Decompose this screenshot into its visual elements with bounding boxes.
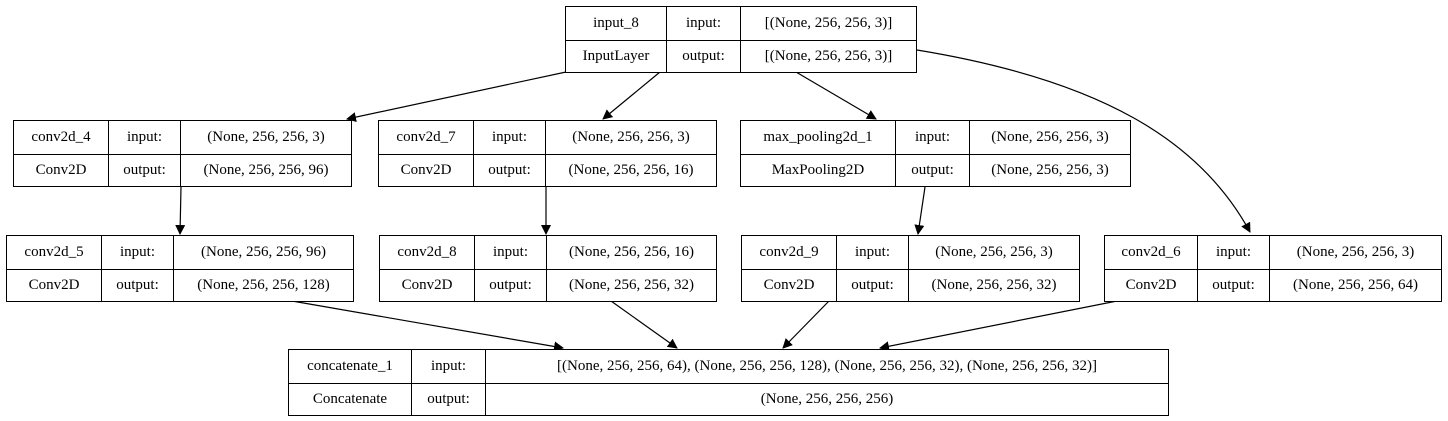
layer-name: input_8 <box>593 14 639 31</box>
output-label: output: <box>473 153 545 186</box>
edge-input-8-to-conv2d-6 <box>916 49 1251 233</box>
output-shape: (None, 256, 256, 32) <box>546 268 716 301</box>
input-label: input: <box>666 7 740 40</box>
layer-type: Conv2D <box>742 268 836 302</box>
output-label: output: <box>666 39 740 72</box>
edge-input-8-to-max-pooling2d-1 <box>795 71 877 120</box>
input-shape: (None, 256, 256, 3) <box>908 236 1079 269</box>
layer-node-conv2d-5: conv2d_5 input:(None, 256, 256, 96) Conv2D… <box>6 235 354 302</box>
input-shape: (None, 256, 256, 96) <box>173 236 353 269</box>
layer-type: MaxPooling2D <box>741 153 895 187</box>
layer-node-conv2d-8: conv2d_8 input:(None, 256, 256, 16) Conv2D… <box>379 235 717 302</box>
edge-conv2d-4-to-conv2d-5 <box>175 186 186 235</box>
output-shape: (None, 256, 256, 256) <box>485 382 1168 415</box>
edge-max-pooling2d-1-to-conv2d-9 <box>914 186 926 235</box>
output-label: output: <box>108 153 180 186</box>
edge-conv2d-6-to-concatenate-1 <box>879 300 1118 352</box>
layer-name: conv2d_5 <box>24 243 84 260</box>
layer-type: Conv2D <box>14 153 108 187</box>
output-shape: (None, 256, 256, 96) <box>180 153 351 186</box>
input-shape: (None, 256, 256, 3) <box>180 121 351 154</box>
output-label: output: <box>836 268 908 301</box>
output-label: output: <box>1197 268 1269 301</box>
input-label: input: <box>101 236 173 269</box>
input-label: input: <box>1197 236 1269 269</box>
output-shape: [(None, 256, 256, 3)] <box>740 39 916 72</box>
layer-type: Concatenate <box>289 382 411 416</box>
input-label: input: <box>411 350 485 383</box>
output-label: output: <box>895 153 969 186</box>
output-shape: (None, 256, 256, 128) <box>173 268 353 301</box>
output-label: output: <box>101 268 173 301</box>
edge-input-8-to-conv2d-4 <box>346 71 567 123</box>
layer-type: Conv2D <box>1105 268 1197 302</box>
input-label: input: <box>108 121 180 154</box>
layer-name: conv2d_8 <box>397 243 457 260</box>
output-shape: (None, 256, 256, 32) <box>908 268 1079 301</box>
input-shape: [(None, 256, 256, 3)] <box>740 7 916 40</box>
layer-node-input-8: input_8 input:[(None, 256, 256, 3)] InputL… <box>565 6 917 73</box>
input-label: input: <box>474 236 546 269</box>
layer-name: conv2d_7 <box>396 128 456 145</box>
layer-name: max_pooling2d_1 <box>763 128 873 145</box>
input-shape: (None, 256, 256, 3) <box>969 121 1130 154</box>
layer-name: concatenate_1 <box>307 357 393 374</box>
edge-conv2d-8-to-concatenate-1 <box>610 300 678 349</box>
output-label: output: <box>474 268 546 301</box>
layer-type: Conv2D <box>380 268 474 302</box>
output-shape: (None, 256, 256, 3) <box>969 153 1130 186</box>
layer-type: InputLayer <box>566 39 666 73</box>
layer-type: Conv2D <box>379 153 473 187</box>
output-shape: (None, 256, 256, 16) <box>545 153 716 186</box>
input-label: input: <box>473 121 545 154</box>
layer-name: conv2d_6 <box>1121 243 1181 260</box>
layer-name: conv2d_9 <box>759 243 819 260</box>
input-label: input: <box>836 236 908 269</box>
layer-type: Conv2D <box>7 268 101 302</box>
input-shape: [(None, 256, 256, 64), (None, 256, 256, … <box>485 350 1168 383</box>
layer-name: conv2d_4 <box>31 128 91 145</box>
input-shape: (None, 256, 256, 3) <box>545 121 716 154</box>
edge-input-8-to-conv2d-7 <box>602 71 661 120</box>
output-shape: (None, 256, 256, 64) <box>1269 268 1441 301</box>
input-shape: (None, 256, 256, 16) <box>546 236 716 269</box>
layer-node-concatenate-1: concatenate_1 input:[(None, 256, 256, 64)… <box>288 349 1169 416</box>
input-label: input: <box>895 121 969 154</box>
layer-node-max-pooling2d-1: max_pooling2d_1 input:(None, 256, 256, 3)… <box>740 120 1131 187</box>
input-shape: (None, 256, 256, 3) <box>1269 236 1441 269</box>
edge-conv2d-5-to-concatenate-1 <box>291 300 564 352</box>
edge-conv2d-9-to-concatenate-1 <box>782 300 830 349</box>
output-label: output: <box>411 382 485 415</box>
